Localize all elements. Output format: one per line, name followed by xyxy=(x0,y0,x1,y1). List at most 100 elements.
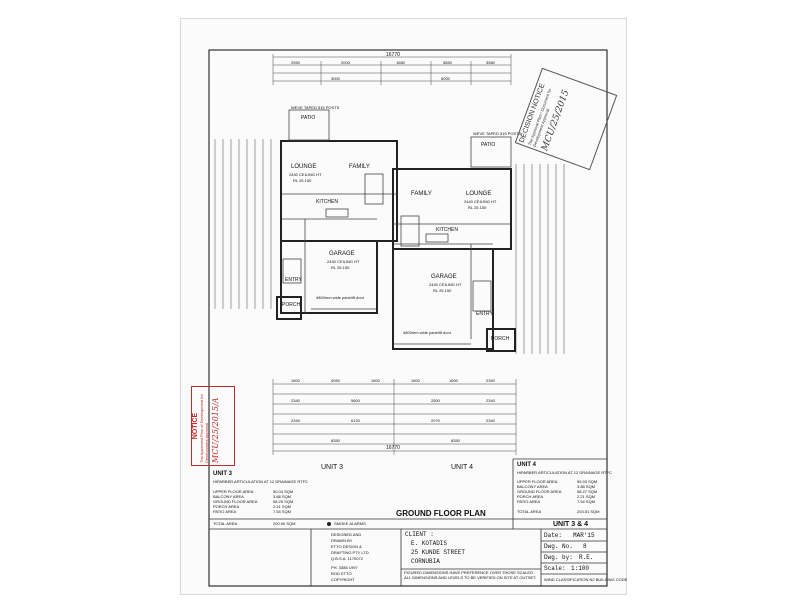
unit3-row-label: GROUND FLOOR AREA xyxy=(213,499,258,504)
dim-top-4: 5850 xyxy=(443,60,452,65)
room-u3-garage: GARAGE xyxy=(329,251,355,257)
unit4-row-label: PORCH AREA xyxy=(517,494,544,499)
unit3-row-label: UPPER FLOOR AREA xyxy=(213,489,254,494)
notice-title: NOTICE xyxy=(192,412,199,440)
designer-line: DRAWN BY xyxy=(331,538,353,543)
notice-ref: MCU/25/2015/A xyxy=(211,397,220,463)
unit4-row-label: PATIO AREA xyxy=(517,499,541,504)
unit3-row-label: BALCONY AREA xyxy=(213,494,244,499)
patio-note-u3: WEVE TAPED 515 POSTS xyxy=(291,105,340,110)
dwg-no-label: Dwg. No. xyxy=(544,543,573,550)
ceiling-u3-garage: 2440 CEILING HT xyxy=(327,259,360,264)
smoke-alarm-legend: SMOKE ALARMS xyxy=(334,521,366,526)
unit3-total-label: TOTAL AREA xyxy=(213,521,238,526)
scale-label: Scale: xyxy=(544,565,566,572)
patio-note-u4: WEVE TAPED 515 POSTS xyxy=(473,131,522,136)
dim-bottom-15: 8350 xyxy=(331,438,340,443)
designer-line: ETTO DESIGN & xyxy=(331,544,362,549)
dim-bottom-4: 1600 xyxy=(411,378,420,383)
unit3-row-label: PORCH AREA xyxy=(213,504,240,509)
dim-bottom-7: 2340 xyxy=(291,398,300,403)
dim-bottom-3: 1600 xyxy=(371,378,380,383)
notice-text: The Approved Plan of Development for Dev… xyxy=(199,394,209,463)
unit4-row-label: BALCONY AREA xyxy=(517,484,548,489)
designer-line: COPYRIGHT xyxy=(331,577,355,582)
bca-note: WIND CLASSIFICATION N2 BUILDING CODE xyxy=(544,577,628,582)
unit4-row-label: GROUND FLOOR AREA xyxy=(517,489,562,494)
client-line: CORNUBIA xyxy=(411,558,440,565)
unit3-row-value: 7.54 SQM xyxy=(273,509,292,514)
room-u3-entry: ENTRY xyxy=(285,277,302,283)
room-u4-garage: GARAGE xyxy=(431,274,457,280)
garage-door-u3: 4800mm wide panelift door xyxy=(316,295,365,300)
ceiling-u4-lounge: 2440 CEILING HT xyxy=(464,199,497,204)
unit3-row-value: 2.21 SQM xyxy=(273,504,292,509)
rl-u3-lounge: RL 25.150 xyxy=(293,178,312,183)
dim-top-6: 3000 xyxy=(331,76,340,81)
unit4-area-title: UNIT 4 xyxy=(517,462,537,468)
designer-line: PH. 3386 1997 xyxy=(331,565,358,570)
room-u3-kitchen: KITCHEN xyxy=(316,199,338,205)
drawing-sheet: 16770 2550 2000 1680 5850 3580 3000 5000… xyxy=(180,18,627,595)
unit4-total-label: TOTAL AREA xyxy=(517,509,542,514)
dim-bottom-9: 2500 xyxy=(431,398,440,403)
rl-u4-lounge: RL 25.150 xyxy=(468,205,487,210)
dim-top-3: 1680 xyxy=(396,60,405,65)
date-label: Date: xyxy=(544,532,563,539)
units-title: UNIT 3 & 4 xyxy=(553,521,589,528)
room-u3-lounge: LOUNGE xyxy=(291,164,317,170)
dwg-by-value: R.E. xyxy=(579,554,594,561)
client-label: CLIENT : xyxy=(405,531,434,538)
dim-bottom-10: 2340 xyxy=(486,398,495,403)
rl-u4-garage: RL 25.150 xyxy=(433,288,452,293)
designer-line: DESIGNED AND xyxy=(331,532,362,537)
unit4-row-value: 7.54 SQM xyxy=(577,499,596,504)
dim-bottom-11: 2340 xyxy=(291,418,300,423)
dimension-note: FIGURED DIMENSIONS HAVE PREFERENCE OVER … xyxy=(404,570,537,580)
unit3-row-value: 50.04 SQM xyxy=(273,489,294,494)
dim-bottom-5: 1600 xyxy=(449,378,458,383)
dim-top-7: 5000 xyxy=(441,76,450,81)
room-u3-family: FAMILY xyxy=(349,164,370,170)
dim-bottom-1: 1600 xyxy=(291,378,300,383)
unit3-row-value: 3.88 SQM xyxy=(273,494,292,499)
client-line: E. KOTADIS xyxy=(411,540,448,547)
dim-top-1: 2550 xyxy=(291,60,300,65)
unit4-row-value: 55.93 SQM xyxy=(577,479,598,484)
unit4-total-value: 203.51 SQM xyxy=(577,509,600,514)
room-u4-family: FAMILY xyxy=(411,191,432,197)
room-u3-porch: PORCH xyxy=(282,302,301,308)
designer-line: ROD ETTO xyxy=(331,571,352,576)
client-line: 25 KUNDE STREET xyxy=(411,549,466,556)
unit4-plan-label: UNIT 4 xyxy=(451,464,474,471)
room-u4-entry: ENTRY xyxy=(476,311,493,317)
dim-bottom-12: 6120 xyxy=(351,418,360,423)
dwg-by-label: Dwg. by: xyxy=(544,554,573,561)
ceiling-u4-garage: 2440 CEILING HT xyxy=(429,282,462,287)
garage-door-u4: 4800mm wide panelift door xyxy=(403,330,452,335)
dim-bottom-2: 4050 xyxy=(331,378,340,383)
room-u3-patio: PATIO xyxy=(301,115,316,121)
dim-top-5: 3580 xyxy=(486,60,495,65)
notice-stamp: NOTICE The Approved Plan of Development … xyxy=(191,386,235,466)
unit4-row-value: 2.21 SQM xyxy=(577,494,596,499)
date-value: MAR'15 xyxy=(573,532,595,539)
unit3-area-title: UNIT 3 xyxy=(213,471,233,477)
floor-plan-drawing xyxy=(208,49,608,587)
dim-bottom-8: 5600 xyxy=(351,398,360,403)
overall-dimension-top: 16770 xyxy=(386,52,400,58)
unit3-total-value: 200.90 SQM xyxy=(273,521,296,526)
overall-dimension-bottom: 16770 xyxy=(386,445,400,451)
dim-top-2: 2000 xyxy=(341,60,350,65)
dim-bottom-13: 2070 xyxy=(431,418,440,423)
unit3-row-label: PATIO AREA xyxy=(213,509,237,514)
dwg-no-value: 8 xyxy=(583,543,587,550)
room-u4-patio: PATIO xyxy=(481,142,496,148)
unit4-row-value: 3.88 SQM xyxy=(577,484,596,489)
scale-value: 1:100 xyxy=(571,565,590,572)
unit3-area-subtitle: HIPARBER ARTICULATION AT 12 DRAINAGE RTF… xyxy=(213,479,308,484)
dim-bottom-14: 2340 xyxy=(486,418,495,423)
room-u4-lounge: LOUNGE xyxy=(466,191,492,197)
unit4-row-label: UPPER FLOOR AREA xyxy=(517,479,558,484)
unit3-plan-label: UNIT 3 xyxy=(321,464,344,471)
